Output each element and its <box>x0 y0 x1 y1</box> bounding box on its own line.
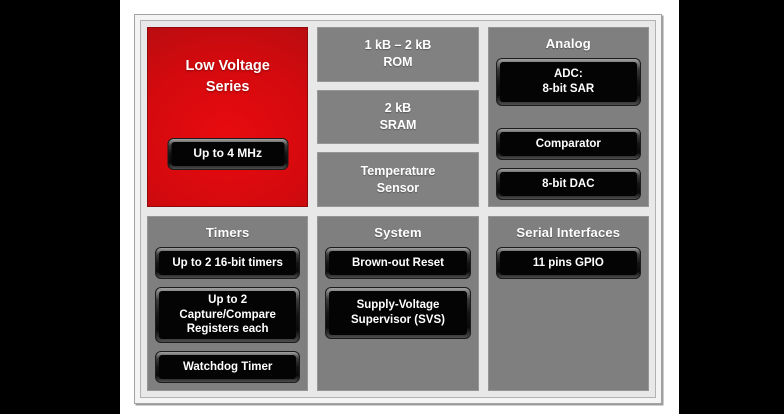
adc-label: ADC: 8-bit SAR <box>499 62 637 102</box>
16bit-timers-button: Up to 2 16-bit timers <box>155 247 301 279</box>
clock-speed-label: Up to 4 MHz <box>171 142 285 166</box>
low-voltage-series-block: Low Voltage Series Up to 4 MHz <box>147 27 309 207</box>
capture-compare-label: Up to 2 Capture/Compare Registers each <box>159 291 297 339</box>
slide: Low Voltage Series Up to 4 MHz 1 kB – 2 … <box>120 0 679 414</box>
dac-button: 8-bit DAC <box>495 168 641 200</box>
brownout-reset-button: Brown-out Reset <box>325 247 471 279</box>
watchdog-timer-button: Watchdog Timer <box>155 351 301 383</box>
system-panel: System Brown-out Reset Supply-Voltage Su… <box>317 216 479 391</box>
serial-interfaces-panel: Serial Interfaces 11 pins GPIO <box>487 216 649 391</box>
comparator-button: Comparator <box>495 128 641 160</box>
brownout-reset-label: Brown-out Reset <box>329 251 467 275</box>
diagram-grid: Low Voltage Series Up to 4 MHz 1 kB – 2 … <box>140 20 656 398</box>
watchdog-timer-label: Watchdog Timer <box>159 355 297 379</box>
rom-block: 1 kB – 2 kB ROM <box>317 27 479 82</box>
analog-header: Analog <box>545 36 591 51</box>
16bit-timers-label: Up to 2 16-bit timers <box>159 251 297 275</box>
timers-header: Timers <box>205 225 250 240</box>
timers-panel: Timers Up to 2 16-bit timers Up to 2 Cap… <box>147 216 309 391</box>
svs-label: Supply-Voltage Supervisor (SVS) <box>329 291 467 335</box>
sram-block: 2 kB SRAM <box>317 89 479 145</box>
svs-button: Supply-Voltage Supervisor (SVS) <box>325 287 471 339</box>
clock-speed-button: Up to 4 MHz <box>167 138 289 170</box>
gpio-label: 11 pins GPIO <box>499 251 637 275</box>
comparator-label: Comparator <box>499 132 637 156</box>
series-title: Low Voltage Series <box>185 58 270 96</box>
system-header: System <box>374 225 422 240</box>
gpio-button: 11 pins GPIO <box>495 247 641 279</box>
dac-label: 8-bit DAC <box>499 172 637 196</box>
adc-button: ADC: 8-bit SAR <box>495 58 641 106</box>
diagram-frame: Low Voltage Series Up to 4 MHz 1 kB – 2 … <box>134 14 662 404</box>
memory-column: 1 kB – 2 kB ROM 2 kB SRAM Temperature Se… <box>317 27 479 208</box>
capture-compare-button: Up to 2 Capture/Compare Registers each <box>155 287 301 343</box>
temperature-sensor-block: Temperature Sensor <box>317 152 479 208</box>
serial-interfaces-header: Serial Interfaces <box>516 225 621 240</box>
analog-panel: Analog ADC: 8-bit SAR Comparator 8-bit D… <box>487 27 649 207</box>
